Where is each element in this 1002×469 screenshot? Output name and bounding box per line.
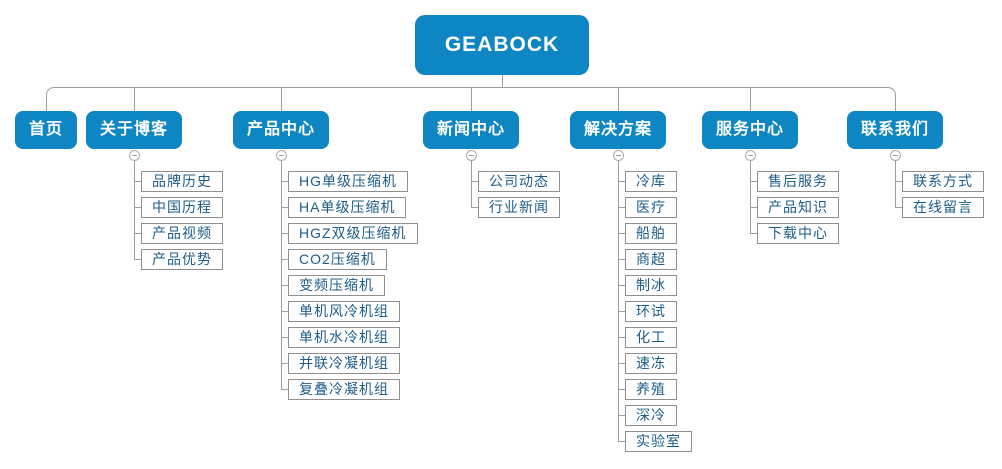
nav-node-0[interactable]: 首页 — [14, 111, 78, 149]
subnav-item-2-7[interactable]: 并联冷凝机组 — [288, 353, 400, 374]
root-node[interactable]: GEABOCK — [415, 15, 589, 75]
nav-node-2[interactable]: 产品中心 — [232, 111, 330, 149]
subnav-item-2-3[interactable]: CO2压缩机 — [288, 249, 387, 270]
connector-child-stub — [281, 259, 288, 260]
minus-glyph — [616, 155, 621, 156]
connector-child-stub — [618, 337, 625, 338]
connector-child-stub — [134, 259, 141, 260]
connector-drop — [750, 87, 751, 111]
connector-drop — [471, 87, 472, 111]
subnav-item-6-0[interactable]: 联系方式 — [902, 171, 984, 192]
collapse-icon[interactable] — [466, 150, 477, 161]
subnav-item-2-0[interactable]: HG单级压缩机 — [288, 171, 408, 192]
subnav-item-4-5[interactable]: 环试 — [625, 301, 677, 322]
subnav-item-4-4[interactable]: 制冰 — [625, 275, 677, 296]
minus-glyph — [279, 155, 284, 156]
nav-node-3[interactable]: 新闻中心 — [422, 111, 520, 149]
connector-child-stub — [618, 389, 625, 390]
connector-drop — [281, 87, 282, 111]
subnav-item-1-1[interactable]: 中国历程 — [141, 197, 223, 218]
nav-node-4[interactable]: 解决方案 — [569, 111, 667, 149]
subnav-item-3-0[interactable]: 公司动态 — [478, 171, 560, 192]
subnav-item-2-2[interactable]: HGZ双级压缩机 — [288, 223, 418, 244]
subnav-item-1-0[interactable]: 品牌历史 — [141, 171, 223, 192]
connector-child-stub — [281, 337, 288, 338]
subnav-item-1-3[interactable]: 产品优势 — [141, 249, 223, 270]
connector-child-stub — [618, 311, 625, 312]
connector-child-stub — [618, 207, 625, 208]
connector-child-stub — [471, 181, 478, 182]
connector-child-stub — [281, 389, 288, 390]
subnav-item-2-5[interactable]: 单机风冷机组 — [288, 301, 400, 322]
connector-child-stub — [618, 415, 625, 416]
connector-child-stub — [281, 207, 288, 208]
connector-drop — [134, 87, 135, 111]
connector-corner-right — [882, 87, 896, 111]
minus-glyph — [893, 155, 898, 156]
connector-child-spine — [134, 161, 135, 260]
minus-glyph — [469, 155, 474, 156]
connector-child-stub — [895, 207, 902, 208]
connector-child-stub — [281, 181, 288, 182]
subnav-item-2-4[interactable]: 变频压缩机 — [288, 275, 385, 296]
connector-child-stub — [281, 233, 288, 234]
connector-child-stub — [750, 181, 757, 182]
subnav-item-3-1[interactable]: 行业新闻 — [478, 197, 560, 218]
connector-child-stub — [281, 311, 288, 312]
connector-child-stub — [134, 233, 141, 234]
collapse-icon[interactable] — [745, 150, 756, 161]
subnav-item-4-1[interactable]: 医疗 — [625, 197, 677, 218]
connector-child-stub — [618, 441, 625, 442]
connector-child-stub — [281, 285, 288, 286]
subnav-item-4-0[interactable]: 冷库 — [625, 171, 677, 192]
connector-child-stub — [895, 181, 902, 182]
subnav-item-2-6[interactable]: 单机水冷机组 — [288, 327, 400, 348]
connector-child-spine — [750, 161, 751, 234]
connector-child-stub — [618, 181, 625, 182]
subnav-item-4-10[interactable]: 实验室 — [625, 431, 692, 452]
subnav-item-4-3[interactable]: 商超 — [625, 249, 677, 270]
collapse-icon[interactable] — [276, 150, 287, 161]
minus-glyph — [132, 155, 137, 156]
connector-child-stub — [750, 207, 757, 208]
connector-child-spine — [471, 161, 472, 208]
connector-child-spine — [281, 161, 282, 390]
connector-drop — [618, 87, 619, 111]
subnav-item-6-1[interactable]: 在线留言 — [902, 197, 984, 218]
subnav-item-5-1[interactable]: 产品知识 — [757, 197, 839, 218]
subnav-item-4-2[interactable]: 船舶 — [625, 223, 677, 244]
subnav-item-4-6[interactable]: 化工 — [625, 327, 677, 348]
collapse-icon[interactable] — [613, 150, 624, 161]
connector-child-stub — [281, 363, 288, 364]
collapse-icon[interactable] — [129, 150, 140, 161]
connector-child-stub — [618, 363, 625, 364]
connector-bus — [54, 87, 887, 88]
subnav-item-2-1[interactable]: HA单级压缩机 — [288, 197, 407, 218]
nav-node-6[interactable]: 联系我们 — [846, 111, 944, 149]
connector-child-stub — [618, 285, 625, 286]
subnav-item-5-2[interactable]: 下载中心 — [757, 223, 839, 244]
connector-child-spine — [618, 161, 619, 442]
subnav-item-4-7[interactable]: 速冻 — [625, 353, 677, 374]
connector-child-stub — [471, 207, 478, 208]
subnav-item-4-8[interactable]: 养殖 — [625, 379, 677, 400]
connector-child-stub — [134, 181, 141, 182]
subnav-item-4-9[interactable]: 深冷 — [625, 405, 677, 426]
connector-child-spine — [895, 161, 896, 208]
subnav-item-5-0[interactable]: 售后服务 — [757, 171, 839, 192]
connector-child-stub — [750, 233, 757, 234]
connector-child-stub — [134, 207, 141, 208]
connector-child-stub — [618, 259, 625, 260]
nav-node-5[interactable]: 服务中心 — [701, 111, 799, 149]
connector-root-riser — [502, 75, 503, 87]
connector-child-stub — [618, 233, 625, 234]
subnav-item-1-2[interactable]: 产品视频 — [141, 223, 223, 244]
connector-corner-left — [46, 87, 60, 111]
nav-node-1[interactable]: 关于博客 — [85, 111, 183, 149]
subnav-item-2-8[interactable]: 复叠冷凝机组 — [288, 379, 400, 400]
minus-glyph — [748, 155, 753, 156]
collapse-icon[interactable] — [890, 150, 901, 161]
